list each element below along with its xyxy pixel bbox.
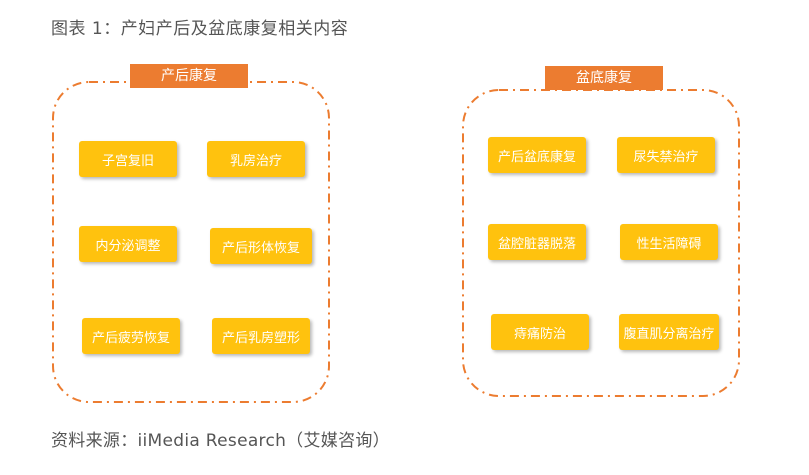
item-endocrine-adjustment: 内分泌调整 xyxy=(79,226,177,262)
item-breast-shaping: 产后乳房塑形 xyxy=(212,318,310,354)
item-body-shape-recovery: 产后形体恢复 xyxy=(210,228,312,264)
item-pelvic-floor-recovery: 产后盆底康复 xyxy=(488,137,586,173)
item-uterine-involution: 子宫复旧 xyxy=(79,141,177,177)
item-pelvic-organ-prolapse: 盆腔脏器脱落 xyxy=(488,224,586,260)
item-incontinence-treatment: 尿失禁治疗 xyxy=(617,137,715,173)
group-label-pelvic-floor: 盆底康复 xyxy=(545,66,663,90)
item-breast-treatment: 乳房治疗 xyxy=(207,141,305,177)
item-fatigue-recovery: 产后疲劳恢复 xyxy=(82,318,180,354)
group-label-postpartum: 产后康复 xyxy=(130,64,248,88)
postpartum-frame xyxy=(52,81,330,403)
item-diastasis-recti-treatment: 腹直肌分离治疗 xyxy=(619,314,719,350)
pelvic-floor-frame xyxy=(462,89,740,397)
item-hemorrhoid-prevention: 痔痛防治 xyxy=(491,314,589,350)
item-sexual-dysfunction: 性生活障碍 xyxy=(620,224,718,260)
figure-title: 图表 1：产妇产后及盆底康复相关内容 xyxy=(51,19,349,39)
source-note: 资料来源：iiMedia Research（艾媒咨询） xyxy=(51,431,390,451)
